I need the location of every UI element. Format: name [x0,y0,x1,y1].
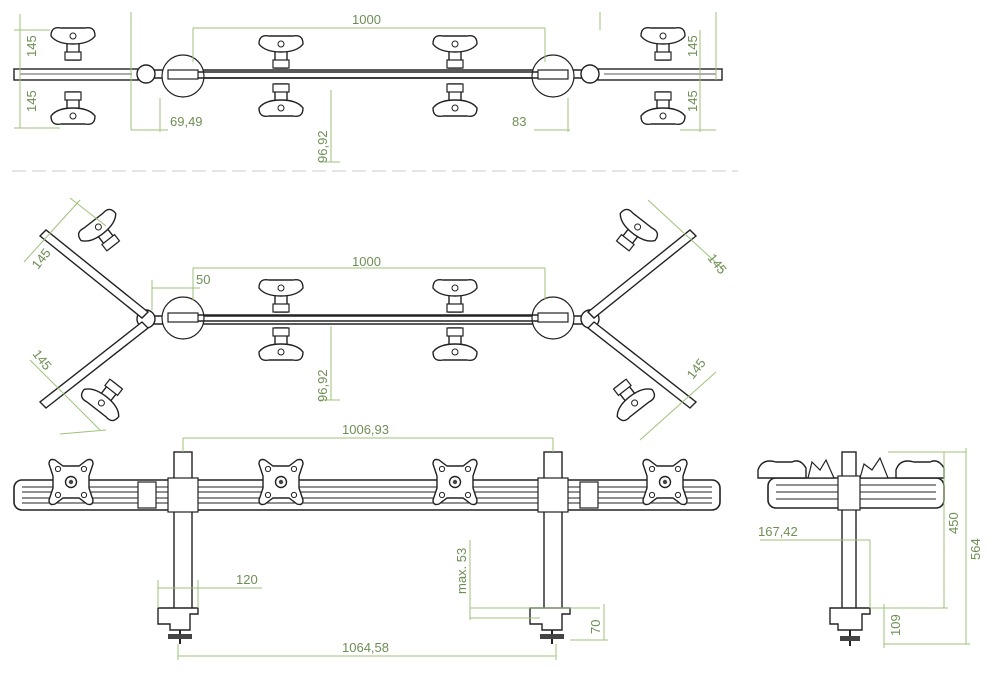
dim-arm-label: 145 [29,246,54,272]
dim-arm-label: 145 [705,251,730,277]
desk-clamp-side [829,607,871,631]
dim-clamp-height-label: 109 [888,614,903,636]
vesa-head-icon [258,278,304,313]
vesa-head-icon [640,26,686,61]
vesa-head-icon [258,83,304,118]
dim-height-label: 145 [24,35,39,57]
vesa-head-icon [601,369,658,424]
dim-height-label: 145 [24,90,39,112]
dim-span-label: 1000 [352,12,381,27]
vesa-head-icon [432,83,478,118]
dim-arm-label: 145 [684,356,709,382]
dim-total-height-label: 564 [968,538,983,560]
vesa-head-icon [78,369,135,424]
vesa-head-icon [432,327,478,362]
dim-post-spacing-label: 1006,93 [342,422,389,437]
vesa-head-icon [432,278,478,313]
vesa-plate-icon [642,458,688,506]
top-view-angled: 1000 50 145 145 145 145 96,92 [23,197,730,441]
post-left [173,451,193,611]
vesa-head-icon [604,206,661,261]
dim-height-label: 145 [685,90,700,112]
vesa-head-icon [432,34,478,69]
dim-arm-label: 145 [30,347,55,373]
dim-span-label: 1000 [352,254,381,269]
front-view: 1006,93 120 1064,58 max. 53 70 [13,422,721,660]
dim-base-spacing-label: 1064,58 [342,640,389,655]
dim-bar-offset-label: 167,42 [758,524,798,539]
vesa-head-icon [50,91,96,126]
dim-joint-offset-label: 69,49 [170,114,203,129]
vesa-head-icon [75,206,132,261]
vesa-plate-icon [48,458,94,506]
vesa-plate-icon [432,458,478,506]
vesa-head-icon [640,91,686,126]
vesa-plate-icon [258,458,304,506]
desk-clamp-right [529,607,571,631]
side-view: 167,42 450 564 109 [757,448,983,648]
dim-depth-label: 96,92 [315,369,330,402]
dim-depth-label: 96,92 [315,130,330,163]
desk-clamp-left [157,607,199,631]
dim-desk-max-label: max. 53 [454,548,469,594]
vesa-head-icon [258,327,304,362]
dim-joint-right-label: 83 [512,114,526,129]
dim-height-label: 145 [685,35,700,57]
top-view-straight: 1000 145 145 145 145 69,49 83 96,92 [13,12,723,163]
dim-clamp-width-label: 120 [236,572,258,587]
post-right [543,451,563,611]
dim-height-label: 450 [946,512,961,534]
dim-clamp-depth-label: 70 [588,620,603,634]
vesa-head-icon [50,26,96,61]
vesa-head-icon [258,34,304,69]
dim-offset-label: 50 [196,272,210,287]
